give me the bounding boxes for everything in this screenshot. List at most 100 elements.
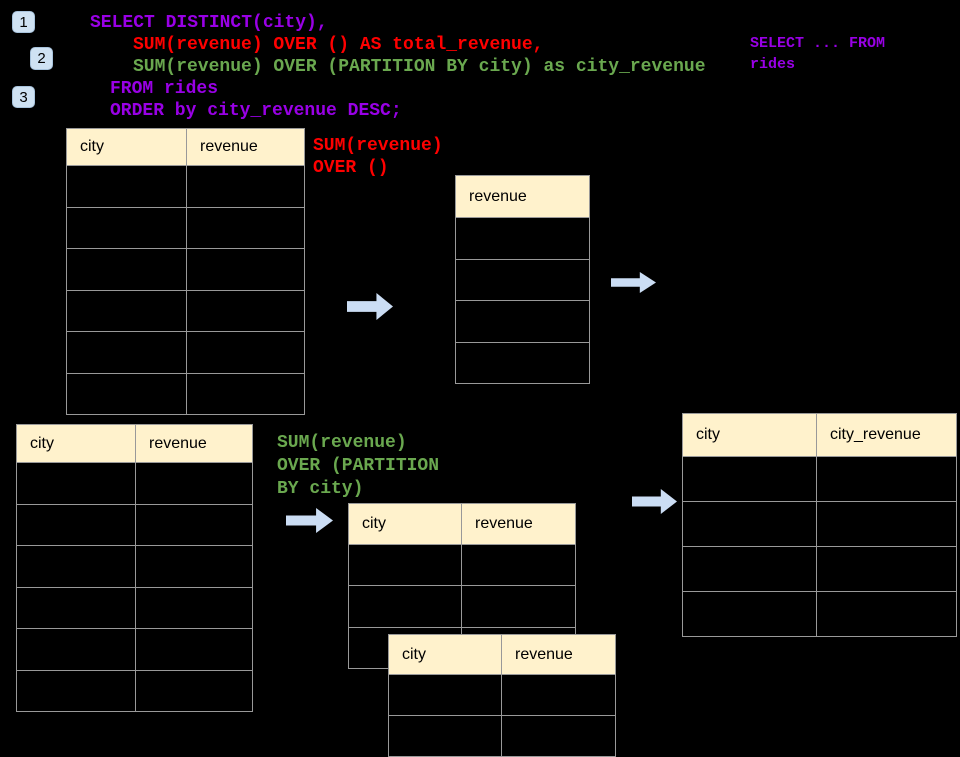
- table-cell: [136, 587, 253, 629]
- table-header-cell: revenue: [136, 424, 253, 463]
- table-cell: [16, 587, 136, 629]
- table-cell: [455, 301, 590, 343]
- table-cell: [817, 502, 957, 547]
- table-header-cell: city: [16, 424, 136, 463]
- table-cell: [455, 218, 590, 260]
- sql-line-5: ORDER by city_revenue DESC;: [110, 101, 402, 121]
- arrow-source-to-total-icon: [347, 293, 393, 320]
- table-header-cell: revenue: [462, 503, 576, 545]
- table-cell: [187, 373, 305, 415]
- table-row: [16, 670, 253, 712]
- table-row: [16, 546, 253, 588]
- partition-annotation-line-3: BY city): [277, 479, 364, 499]
- table-cell: [136, 463, 253, 505]
- arrow-total-to-result-icon: [611, 272, 656, 293]
- from-rides-note-line-1: SELECT ... FROM: [750, 35, 886, 52]
- table-cell: [817, 592, 957, 637]
- table-header-cell: revenue: [455, 175, 590, 218]
- sql-line-1: SELECT DISTINCT(city),: [90, 13, 328, 33]
- table-row: [455, 259, 590, 301]
- table-cell: [66, 207, 187, 249]
- table-cell: [682, 457, 817, 502]
- step-badge-1: 1: [12, 11, 35, 33]
- table-cell: [66, 373, 187, 415]
- table-row: [388, 675, 616, 716]
- table-cell: [136, 546, 253, 588]
- arrow-partition-in-icon: [286, 508, 333, 533]
- table-cell: [187, 207, 305, 249]
- table-row: [16, 629, 253, 671]
- table-cell: [66, 166, 187, 208]
- table-header-cell: city: [348, 503, 462, 545]
- sql-line-3: SUM(revenue) OVER (PARTITION BY city) as…: [133, 57, 706, 77]
- table-cell: [502, 675, 616, 716]
- table-row: [682, 547, 957, 592]
- step-badge-3: 3: [12, 86, 35, 108]
- table-row: [16, 504, 253, 546]
- table-cell: [682, 592, 817, 637]
- table-cell: [66, 249, 187, 291]
- table-row: [455, 342, 590, 384]
- table-row: [66, 207, 305, 249]
- table-cell: [817, 547, 957, 592]
- table-row: [66, 166, 305, 208]
- table-cell: [187, 332, 305, 374]
- table-header-row: revenue: [455, 175, 590, 218]
- table-cell: [462, 586, 576, 628]
- table-cell: [187, 249, 305, 291]
- table-cell: [455, 259, 590, 301]
- table-row: [455, 218, 590, 260]
- sql-line-4: FROM rides: [110, 79, 219, 99]
- table-row: [16, 587, 253, 629]
- table-cell: [502, 716, 616, 757]
- table-cell: [16, 463, 136, 505]
- table-cell: [388, 716, 502, 757]
- table-row: [682, 457, 957, 502]
- table-cell: [455, 342, 590, 384]
- table-cell: [66, 290, 187, 332]
- table-cell: [817, 457, 957, 502]
- table-cell: [16, 670, 136, 712]
- table-row: [66, 249, 305, 291]
- table-row: [66, 332, 305, 374]
- table-cell: [348, 586, 462, 628]
- table-row: [16, 463, 253, 505]
- table-row: [388, 716, 616, 757]
- table-cell: [16, 546, 136, 588]
- table-header-cell: city: [388, 634, 502, 675]
- total-revenue-annotation-line-2: OVER (): [313, 158, 389, 178]
- table-row: [66, 373, 305, 415]
- table-cell: [348, 545, 462, 587]
- table-row: [682, 502, 957, 547]
- sql-line-2: SUM(revenue) OVER () AS total_revenue,: [133, 35, 544, 55]
- table-header-cell: city: [682, 413, 817, 457]
- table-cell: [187, 290, 305, 332]
- table-cell: [388, 675, 502, 716]
- table-cell: [682, 547, 817, 592]
- table-row: [682, 592, 957, 637]
- table-row: [348, 586, 576, 628]
- total-revenue-annotation-line-1: SUM(revenue): [313, 136, 443, 156]
- from-rides-note-line-2: rides: [750, 56, 796, 73]
- table-cell: [136, 629, 253, 671]
- table-cell: [66, 332, 187, 374]
- table-cell: [462, 545, 576, 587]
- table-row: [455, 301, 590, 343]
- table-header-cell: revenue: [187, 128, 305, 166]
- table-cell: [16, 629, 136, 671]
- table-header-cell: city: [66, 128, 187, 166]
- table-total-revenue: revenue: [455, 175, 590, 384]
- step-badge-2: 2: [30, 47, 53, 70]
- table-cell: [136, 504, 253, 546]
- partition-annotation-line-2: OVER (PARTITION: [277, 456, 440, 476]
